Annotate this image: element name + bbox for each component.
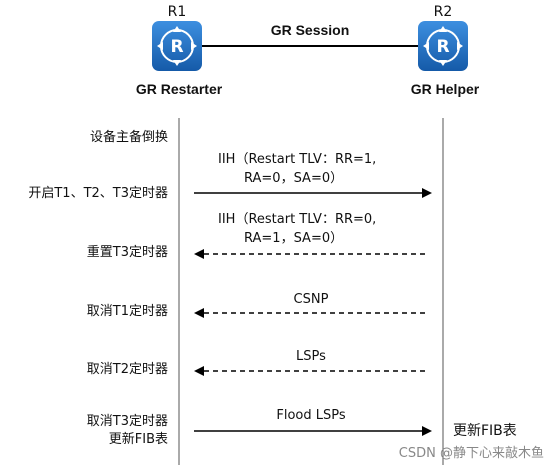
msg-iih1-line2: RA=0，SA=0） [244,171,344,186]
r2-role: GR Helper [410,81,480,97]
msg-iih2-line2: RA=1，SA=0） [244,231,344,246]
router-icon: R [152,21,202,71]
arrow-flood-lsps [194,426,432,436]
arrow-csnp [194,308,428,318]
r1-role: GR Restarter [135,81,223,97]
arrow-iih-restart [194,188,432,198]
router-icon: R [418,21,468,71]
step-cancel-t2: 取消T2定时器 [86,362,168,377]
step-cancel-t3: 取消T3定时器 [86,414,168,429]
msg-flood-lsps: Flood LSPs [276,408,346,423]
svg-text:R: R [170,37,183,57]
step-reset-t3: 重置T3定时器 [86,245,168,260]
arrow-iih-ack [194,249,428,259]
gr-session-label: GR Session [270,22,350,38]
step-cancel-t1: 取消T1定时器 [86,304,168,319]
watermark: CSDN @静下心来敲木鱼 [398,446,544,461]
msg-iih2-line1: IIH（Restart TLV：RR=0, [218,212,377,227]
r2-name: R2 [433,4,453,20]
msg-csnp: CSNP [293,292,329,307]
r1-name: R1 [167,4,187,20]
msg-lsps: LSPs [296,349,326,364]
step-update-fib-right: 更新FIB表 [453,423,517,439]
arrow-lsps [194,366,428,376]
step-update-fib-left: 更新FIB表 [108,432,168,447]
svg-text:R: R [436,37,449,57]
step-start-timers: 开启T1、T2、T3定时器 [28,186,168,201]
step-switchover: 设备主备倒换 [89,130,168,145]
msg-iih1-line1: IIH（Restart TLV：RR=1, [218,152,377,167]
